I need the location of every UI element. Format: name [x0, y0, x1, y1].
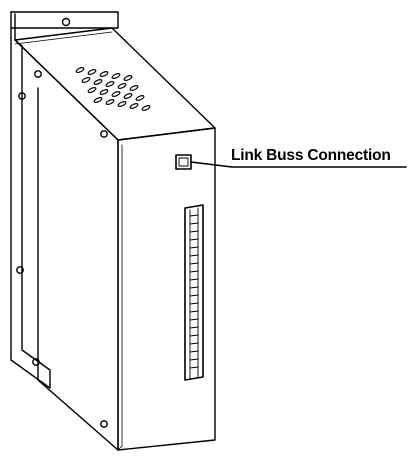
link-buss-connection-label: Link Buss Connection [231, 147, 391, 164]
mounting-plate [10, 11, 119, 389]
front-panel [117, 127, 216, 451]
terminal-strip [184, 204, 204, 381]
screws [16, 70, 108, 428]
ventilation-slots [75, 66, 151, 112]
mounting-hole [61, 17, 71, 27]
callout-leader [190, 161, 407, 168]
top-panel [14, 27, 216, 141]
link-buss-connector [175, 154, 192, 170]
side-panel [14, 39, 119, 451]
